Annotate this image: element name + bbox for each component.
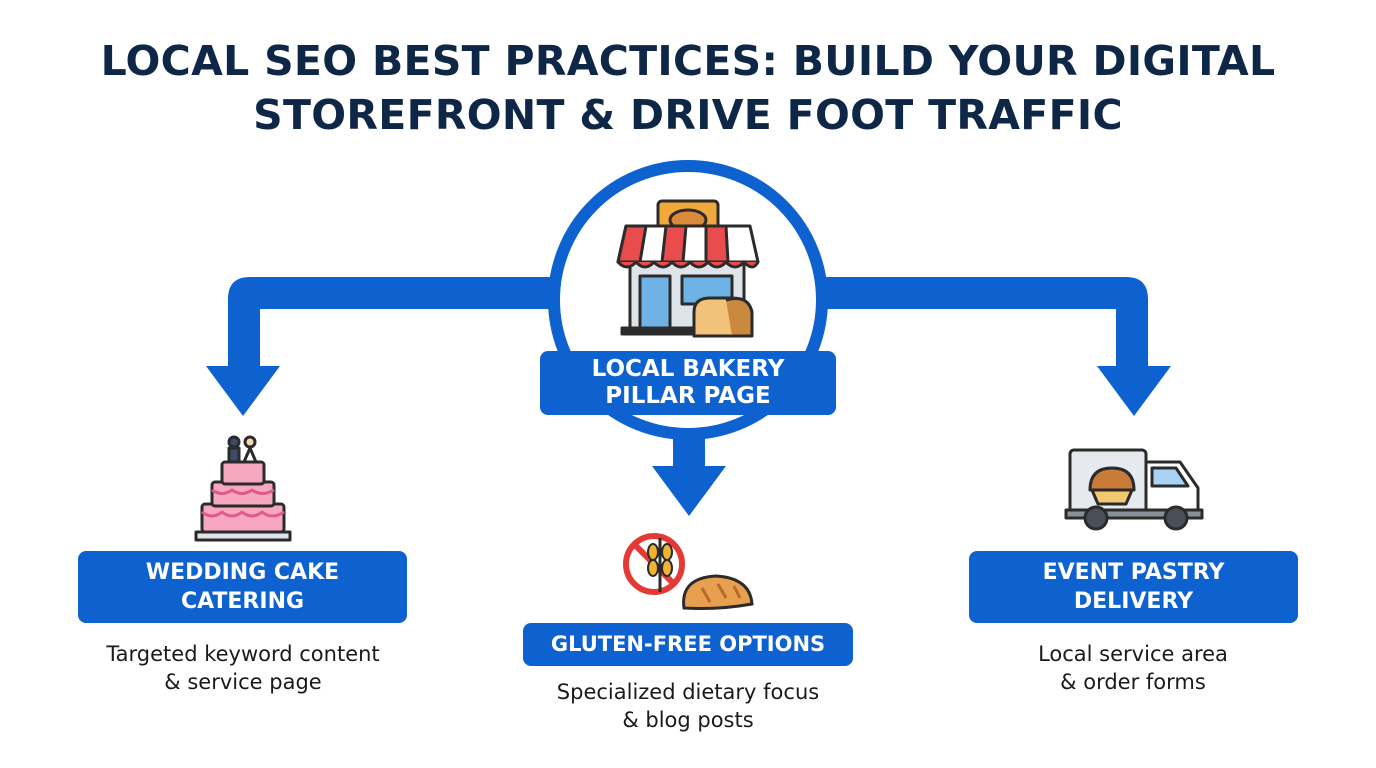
center-node-label: LOCAL BAKERY PILLAR PAGE	[540, 351, 836, 415]
wedding-desc-line-2: & service page	[164, 670, 322, 694]
branch-desc-delivery: Local service area & order forms	[950, 640, 1316, 696]
wedding-label-line-1: WEDDING CAKE	[145, 560, 340, 585]
center-label-line-2: PILLAR PAGE	[605, 383, 771, 409]
title-line-1: LOCAL SEO BEST PRACTICES: BUILD YOUR DIG…	[100, 37, 1276, 85]
wedding-label-line-2: CATERING	[180, 589, 305, 614]
connector-arrows	[206, 277, 1171, 516]
wedding-desc-line-1: Targeted keyword content	[106, 642, 380, 666]
title-line-2: STOREFRONT & DRIVE FOOT TRAFFIC	[253, 91, 1123, 139]
gluten-desc-line-2: & blog posts	[622, 708, 754, 732]
no-gluten-icon	[623, 533, 754, 610]
gluten-desc-line-1: Specialized dietary focus	[556, 680, 820, 704]
wedding-cake-icon	[194, 435, 292, 542]
delivery-label-line-2: DELIVERY	[1073, 589, 1194, 614]
bakery-storefront-icon	[616, 199, 760, 338]
delivery-label-line-1: EVENT PASTRY	[1042, 560, 1225, 585]
delivery-truck-icon	[1064, 448, 1204, 531]
center-label-line-1: LOCAL BAKERY	[591, 356, 785, 382]
branch-label-delivery: EVENT PASTRY DELIVERY	[969, 551, 1298, 623]
gluten-label-line-1: GLUTEN-FREE OPTIONS	[550, 632, 826, 656]
page-title: LOCAL SEO BEST PRACTICES: BUILD YOUR DIG…	[0, 34, 1376, 142]
left-arrowhead	[206, 366, 280, 416]
branch-label-gluten-free: GLUTEN-FREE OPTIONS	[523, 623, 853, 666]
left-connector	[228, 277, 560, 370]
branch-desc-gluten-free: Specialized dietary focus & blog posts	[505, 678, 871, 734]
branch-label-wedding: WEDDING CAKE CATERING	[78, 551, 407, 623]
mid-arrowhead	[652, 466, 726, 516]
right-connector	[816, 277, 1148, 370]
delivery-desc-line-1: Local service area	[1038, 642, 1228, 666]
branch-desc-wedding: Targeted keyword content & service page	[60, 640, 426, 696]
delivery-desc-line-2: & order forms	[1060, 670, 1206, 694]
right-arrowhead	[1097, 366, 1171, 416]
